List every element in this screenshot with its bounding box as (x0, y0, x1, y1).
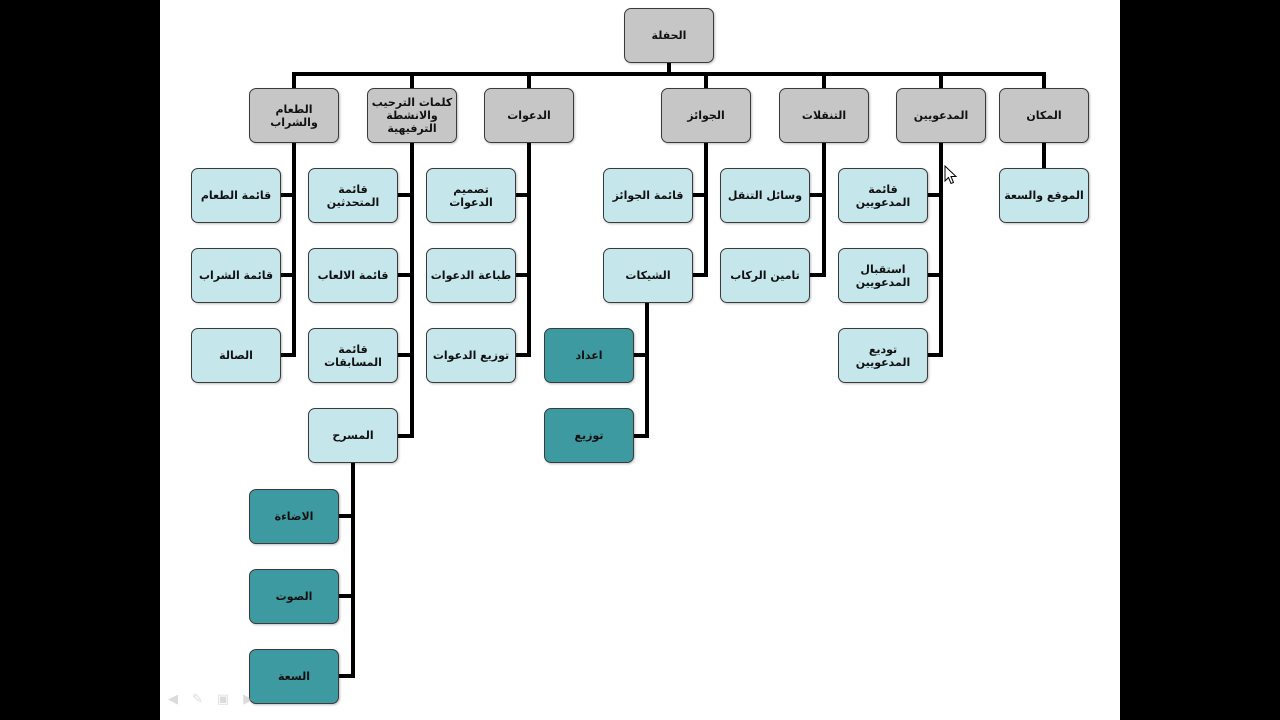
welcome-item[interactable]: قائمة الالعاب (308, 248, 398, 303)
slideshow-toolbar: ◀ ✎ ▣ ▶ (168, 692, 253, 707)
category-invitations[interactable]: الدعوات (484, 88, 574, 143)
stage-item[interactable]: الاضاءة (249, 489, 339, 544)
transport-item[interactable]: تامين الركاب (720, 248, 810, 303)
checks-item[interactable]: توزيع (544, 408, 634, 463)
category-transport[interactable]: التنقلات (779, 88, 869, 143)
stage-item[interactable]: الصوت (249, 569, 339, 624)
slides-icon[interactable]: ▣ (216, 692, 230, 707)
food-item[interactable]: الصالة (191, 328, 281, 383)
menu-icon[interactable]: ▶ (243, 692, 254, 707)
food-item[interactable]: قائمة الشراب (191, 248, 281, 303)
welcome-item[interactable]: قائمة المسابقات (308, 328, 398, 383)
pen-icon[interactable]: ✎ (192, 692, 203, 707)
arrow-icon[interactable]: ◀ (168, 692, 178, 707)
invitations-item[interactable]: طباعة الدعوات (426, 248, 516, 303)
category-prizes[interactable]: الجوائز (661, 88, 751, 143)
transport-item[interactable]: وسائل التنقل (720, 168, 810, 223)
category-food-drink[interactable]: الطعام والشراب (249, 88, 339, 143)
root-node[interactable]: الحفلة (624, 8, 714, 63)
category-guests[interactable]: المدعويين (896, 88, 986, 143)
checks-item[interactable]: اعداد (544, 328, 634, 383)
mouse-cursor-icon (944, 165, 958, 185)
prizes-item-checks[interactable]: الشيكات (603, 248, 693, 303)
guests-item[interactable]: استقبال المدعويين (838, 248, 928, 303)
food-item[interactable]: قائمة الطعام (191, 168, 281, 223)
venue-item[interactable]: الموقع والسعة (999, 168, 1089, 223)
prizes-item[interactable]: قائمة الجوائز (603, 168, 693, 223)
stage-item[interactable]: السعة (249, 649, 339, 704)
invitations-item[interactable]: توزيع الدعوات (426, 328, 516, 383)
guests-item[interactable]: قائمة المدعويين (838, 168, 928, 223)
category-venue[interactable]: المكان (999, 88, 1089, 143)
welcome-item-stage[interactable]: المسرح (308, 408, 398, 463)
welcome-item[interactable]: قائمة المتحدثين (308, 168, 398, 223)
invitations-item[interactable]: تصميم الدعوات (426, 168, 516, 223)
guests-item[interactable]: توديع المدعويين (838, 328, 928, 383)
category-welcome-activities[interactable]: كلمات الترحيب والانشطة الترفيهية (367, 88, 457, 143)
